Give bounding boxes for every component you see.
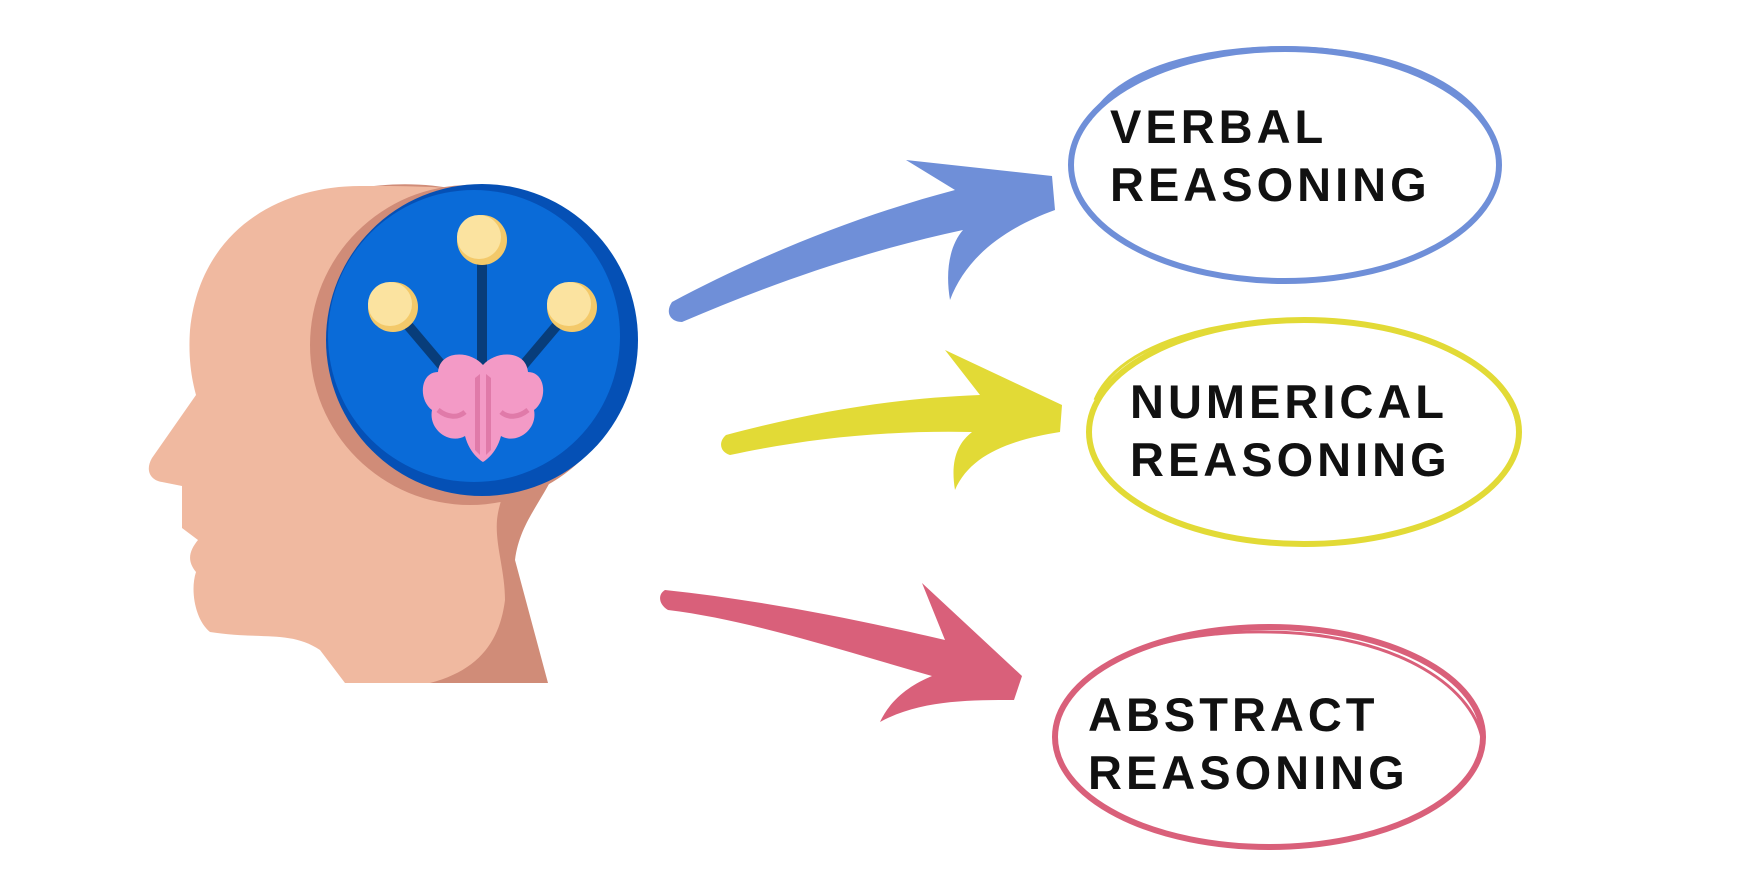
label-numerical-line2: REASONING — [1130, 433, 1451, 486]
label-verbal-reasoning: VERBAL REASONING — [1110, 98, 1431, 214]
label-verbal-line2: REASONING — [1110, 158, 1431, 211]
label-abstract-line1: ABSTRACT — [1088, 688, 1379, 741]
label-numerical-line1: NUMERICAL — [1130, 375, 1448, 428]
brain-icon — [422, 354, 544, 462]
arrow-abstract — [660, 583, 1022, 722]
oval-verbal — [1068, 46, 1502, 284]
oval-abstract — [1052, 624, 1486, 850]
oval-numerical — [1086, 317, 1522, 547]
arrow-verbal — [668, 160, 1055, 322]
label-abstract-reasoning: ABSTRACT REASONING — [1088, 686, 1409, 802]
label-numerical-reasoning: NUMERICAL REASONING — [1130, 373, 1451, 489]
head-profile-icon — [148, 184, 638, 684]
label-abstract-line2: REASONING — [1088, 746, 1409, 799]
arrow-numerical — [721, 350, 1062, 490]
idea-nodes — [368, 215, 597, 332]
label-verbal-line1: VERBAL — [1110, 100, 1328, 153]
brain-circle-inner — [328, 190, 620, 482]
